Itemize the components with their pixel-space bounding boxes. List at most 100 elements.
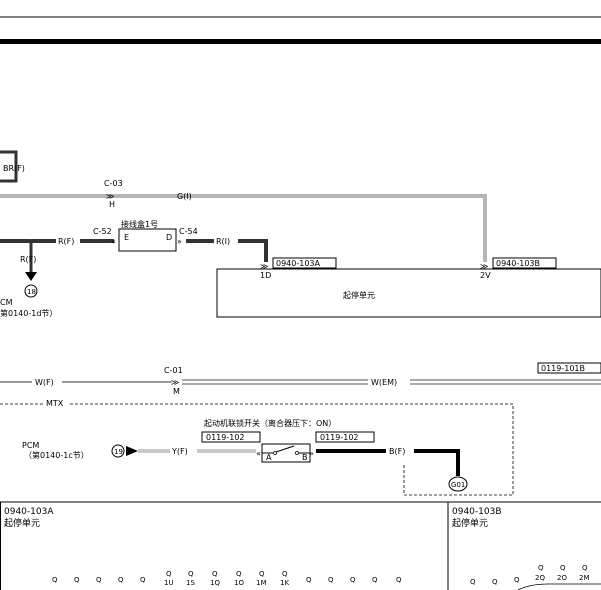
pin-q: Q [74,576,80,584]
switch-a-chevron: « [256,449,261,458]
switch-pin-b: B [302,453,308,462]
pin-q: Q [582,564,588,572]
ref-0119-101b-box [537,362,601,374]
connector-c03-pin: H [109,200,115,209]
pin-id: 2M [579,574,590,582]
connector-c01-label: C-01 [164,366,183,375]
pin-q: Q [188,570,194,578]
switch-pin-a: A [266,453,272,462]
switch-ref-right-box [315,431,375,443]
connector-c54-label: C-54 [179,227,198,236]
switch-blade [275,445,295,453]
unit-ref-b: 0940-103B [496,259,540,268]
pin-q: Q [350,576,356,584]
junction-box-pin-e: E [124,233,129,242]
junction-box-label: 接线盒1号 [121,219,158,229]
pcm-label-upper: CM [0,298,13,307]
pin-q: Q [236,570,242,578]
wire-bf-right [414,449,460,476]
pin-q: Q [514,576,520,584]
pin-1d: 1D [260,271,271,280]
pcm-ref-upper: 第0140-1d节） [0,308,57,318]
pin-2v-chevron: ≫ [480,262,488,271]
switch-ref-left: 0119-102 [206,433,245,442]
pin-q: Q [282,570,288,578]
connector-c01-pin: M [173,387,180,396]
ref-0119-101b: 0119-101B [541,364,585,373]
switch-ref-left-box [201,431,261,443]
pin-id: 2Q [535,574,545,582]
connector-left-pins: Q Q Q Q Q Q 1U Q 1S Q 1Q Q 1O Q 1M Q 1K … [52,570,402,587]
junction-box-pin-d: D [166,233,172,242]
connector-right-outline [517,583,601,590]
pin-q: Q [328,576,334,584]
wire-bf-label: B(F) [389,447,405,456]
pin-q: Q [492,578,498,586]
connector-left-ref: 0940-103A [4,507,54,517]
connector-c52-label: C-52 [93,227,112,236]
ref-19-circle [111,444,125,458]
mtx-label: MTX [46,399,64,408]
wire-rf-label: R(F) [58,237,74,246]
arrow-down-icon [25,272,37,281]
pin-q: Q [212,570,218,578]
wire-g-label: G(I) [177,192,192,201]
pin-q: Q [560,564,566,572]
start-stop-unit-box [216,268,601,318]
pin-q: Q [470,578,476,586]
ref-19-label: 19 [114,448,123,456]
pin-q: Q [259,570,265,578]
connector-right-ref: 0940-103B [452,507,502,517]
pin-q: Q [538,564,544,572]
pin-q: Q [372,576,378,584]
pin-id: 2O [557,574,567,582]
ground-g01 [448,476,468,492]
wire-rf-branch-label: R(F) [20,255,36,264]
wire-wf-label: W(F) [35,378,54,387]
pin-q: Q [96,576,102,584]
pin-q: Q [118,576,124,584]
connector-c03-chevron: ≫ [106,192,114,201]
pin-id: 1K [280,579,289,587]
pin-id: 1Q [210,579,220,587]
pin-1d-chevron: ≫ [260,262,268,271]
pin-id: 1O [234,579,244,587]
pin-q: Q [166,570,172,578]
header-bar [0,39,601,44]
switch-ref-right: 0119-102 [320,433,359,442]
start-stop-unit-name: 起停单元 [343,290,375,300]
switch-contact-a [273,451,277,455]
br-wire-bracket [0,150,18,183]
arrow-right-icon [126,446,138,456]
connector-right-name: 起停单元 [452,517,488,529]
wire-wem-label: W(EM) [371,378,397,387]
connector-c03-label: C-03 [104,179,123,188]
unit-ref-a-box [272,257,337,269]
switch-b-chevron: » [309,449,314,458]
ground-ref-18 [24,284,38,298]
switch-contact-b [295,451,299,455]
mtx-label-bg [44,398,68,408]
unit-ref-a: 0940-103A [276,259,321,268]
wire-ri-right [238,239,268,262]
unit-ref-b-box [492,257,557,269]
mtx-dashed-region [0,403,514,496]
br-wire-label: BR(F) [3,164,25,173]
pin-q: Q [52,576,58,584]
wire-ri-label: R(I) [216,237,230,246]
pin-id: 1M [256,579,267,587]
pin-q: Q [306,576,312,584]
connector-right-pins: Q Q Q Q 2Q Q 2O Q 2M [470,564,601,590]
switch-label: 起动机联锁开关（离合器压下：ON） [204,418,336,428]
pcm-label-lower: PCM [22,441,39,450]
pin-q: Q [140,576,146,584]
ground-ref-18-label: 18 [27,288,36,296]
pcm-ref-lower: （第0140-1c节） [24,450,89,460]
pin-id: 1S [186,579,195,587]
ground-g01-label: G01 [451,481,465,489]
pin-q: Q [396,576,402,584]
connector-c01-chevron: ≫ [171,378,179,387]
connector-left-name: 起停单元 [4,517,40,529]
pin-id: 1U [164,579,174,587]
connector-c54-chevron: » [177,237,182,246]
